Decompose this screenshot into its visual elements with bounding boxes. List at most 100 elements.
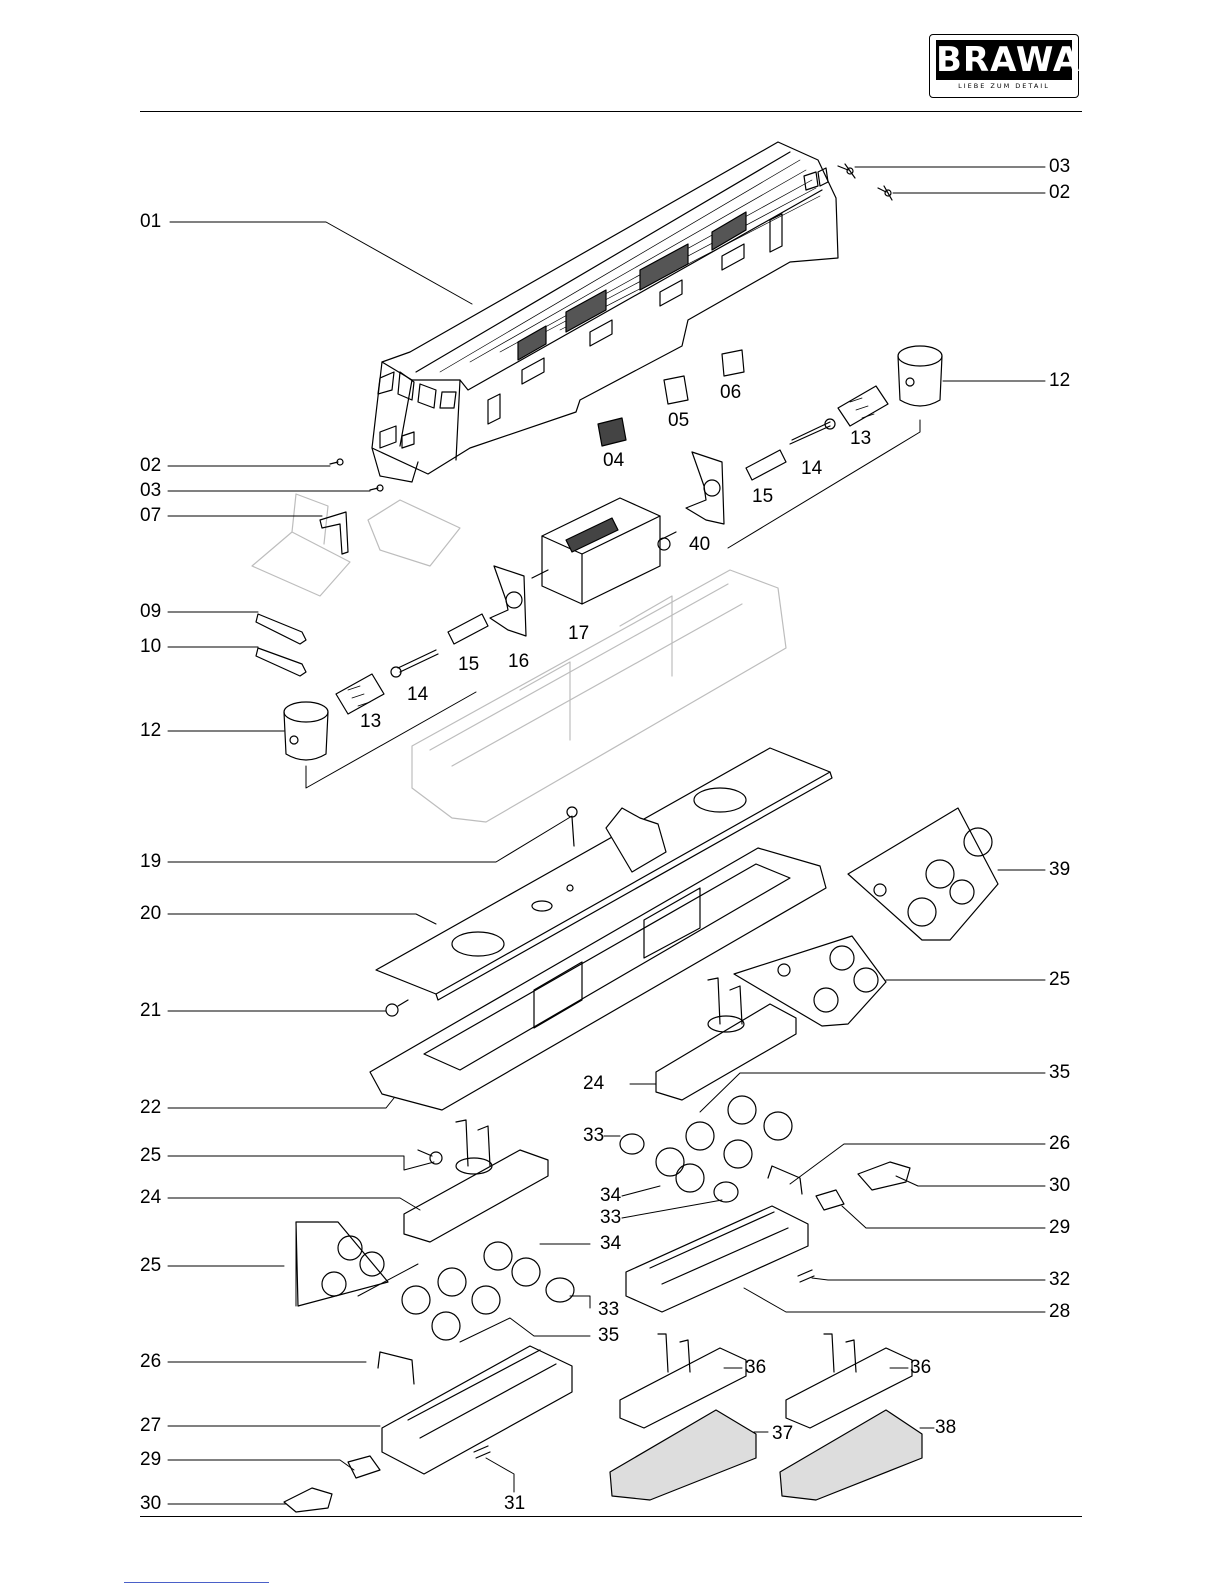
label-14-right: 14 xyxy=(801,459,822,479)
part-09 xyxy=(256,614,306,644)
label-29-left: 29 xyxy=(140,1450,161,1470)
label-22: 22 xyxy=(140,1098,161,1118)
screw-03-top xyxy=(838,164,855,178)
label-26-right: 26 xyxy=(1049,1134,1070,1154)
worm-13-right xyxy=(838,386,888,426)
label-38: 38 xyxy=(935,1418,956,1438)
label-17: 17 xyxy=(568,624,589,644)
light-bracket-07 xyxy=(320,512,348,554)
bulb-21 xyxy=(386,1000,408,1016)
label-09: 09 xyxy=(140,602,161,622)
bogie-frame-27 xyxy=(382,1346,572,1474)
label-20: 20 xyxy=(140,904,161,924)
label-19: 19 xyxy=(140,852,161,872)
spring-31 xyxy=(474,1446,490,1458)
cab-interior-ghost xyxy=(252,494,460,596)
label-36-b: 36 xyxy=(910,1358,931,1378)
tube-15-left xyxy=(448,614,488,644)
part-04-grille xyxy=(598,418,626,446)
bogie-housing-24-left xyxy=(404,1120,548,1242)
motor-17 xyxy=(532,498,676,604)
label-40: 40 xyxy=(689,535,710,555)
label-28: 28 xyxy=(1049,1302,1070,1322)
wheelsets-35-right xyxy=(656,1096,792,1192)
label-39: 39 xyxy=(1049,860,1070,880)
screw-02-left xyxy=(330,459,343,465)
label-06: 06 xyxy=(720,383,741,403)
screw-03-left xyxy=(370,485,383,491)
clip-26-right xyxy=(768,1166,802,1194)
part-29-right xyxy=(816,1190,844,1210)
label-35-left: 35 xyxy=(598,1326,619,1346)
label-12-right: 12 xyxy=(1049,371,1070,391)
label-14-left: 14 xyxy=(407,685,428,705)
label-25-left: 25 xyxy=(140,1256,161,1276)
footer-rule xyxy=(140,1516,1082,1517)
label-36-a: 36 xyxy=(745,1358,766,1378)
coupler-30-left xyxy=(284,1488,332,1512)
label-02-left: 02 xyxy=(140,456,161,476)
label-01: 01 xyxy=(140,212,161,232)
label-37: 37 xyxy=(772,1424,793,1444)
label-31: 31 xyxy=(504,1494,525,1514)
shaft-14-right xyxy=(790,419,835,444)
label-15-right: 15 xyxy=(752,487,773,507)
bogie-36-b xyxy=(786,1334,912,1428)
label-30-right: 30 xyxy=(1049,1176,1070,1196)
label-24-right: 24 xyxy=(583,1074,604,1094)
label-30-left: 30 xyxy=(140,1494,161,1514)
tyre-33-c xyxy=(546,1278,574,1302)
label-25-left-top: 25 xyxy=(140,1146,161,1166)
label-35-right: 35 xyxy=(1049,1063,1070,1083)
label-15-left: 15 xyxy=(458,655,479,675)
label-24-left: 24 xyxy=(140,1188,161,1208)
label-26-left: 26 xyxy=(140,1352,161,1372)
label-02-top: 02 xyxy=(1049,183,1070,203)
label-34-b: 34 xyxy=(600,1234,621,1254)
label-03-top: 03 xyxy=(1049,157,1070,177)
label-05: 05 xyxy=(668,411,689,431)
bogie-36-a xyxy=(620,1334,746,1428)
label-33-b: 33 xyxy=(600,1208,621,1228)
label-10: 10 xyxy=(140,637,161,657)
clip-26-left xyxy=(378,1352,414,1384)
label-03-left: 03 xyxy=(140,481,161,501)
part-10 xyxy=(256,648,306,676)
label-27: 27 xyxy=(140,1416,161,1436)
tyre-33-b xyxy=(714,1182,738,1202)
flywheel-housing-12-right xyxy=(898,346,942,406)
label-33-a: 33 xyxy=(583,1126,604,1146)
label-34-a: 34 xyxy=(600,1186,621,1206)
label-29-right: 29 xyxy=(1049,1218,1070,1238)
label-04: 04 xyxy=(603,451,624,471)
label-16: 16 xyxy=(508,652,529,672)
coupler-30-right xyxy=(858,1162,910,1190)
label-13-right: 13 xyxy=(850,429,871,449)
bottom-link-underline[interactable] xyxy=(124,1582,269,1583)
tyre-33-a xyxy=(620,1134,644,1154)
part-06-window xyxy=(722,350,744,376)
bogie-frame-28 xyxy=(626,1206,808,1312)
label-32: 32 xyxy=(1049,1270,1070,1290)
part-05-window xyxy=(664,376,688,404)
motor-bracket-16 xyxy=(490,566,526,636)
label-25-right: 25 xyxy=(1049,970,1070,990)
shaft-14-left xyxy=(391,650,438,677)
flywheel-housing-12-left xyxy=(284,702,328,760)
bogie-housing-24-right xyxy=(656,978,796,1100)
label-12-left: 12 xyxy=(140,721,161,741)
part-29-left xyxy=(348,1456,380,1478)
gear-set-39 xyxy=(848,808,998,940)
label-07: 07 xyxy=(140,506,161,526)
screw-19 xyxy=(567,807,577,846)
label-33-c: 33 xyxy=(598,1300,619,1320)
screw-02-top xyxy=(878,186,892,200)
motor-bracket-40 xyxy=(686,452,724,524)
gear-set-25-left xyxy=(296,1222,388,1306)
tube-15-right xyxy=(746,450,786,480)
gear-25-left-top xyxy=(418,1150,442,1164)
worm-13-left xyxy=(336,674,384,714)
label-13-left: 13 xyxy=(360,712,381,732)
label-21: 21 xyxy=(140,1001,161,1021)
